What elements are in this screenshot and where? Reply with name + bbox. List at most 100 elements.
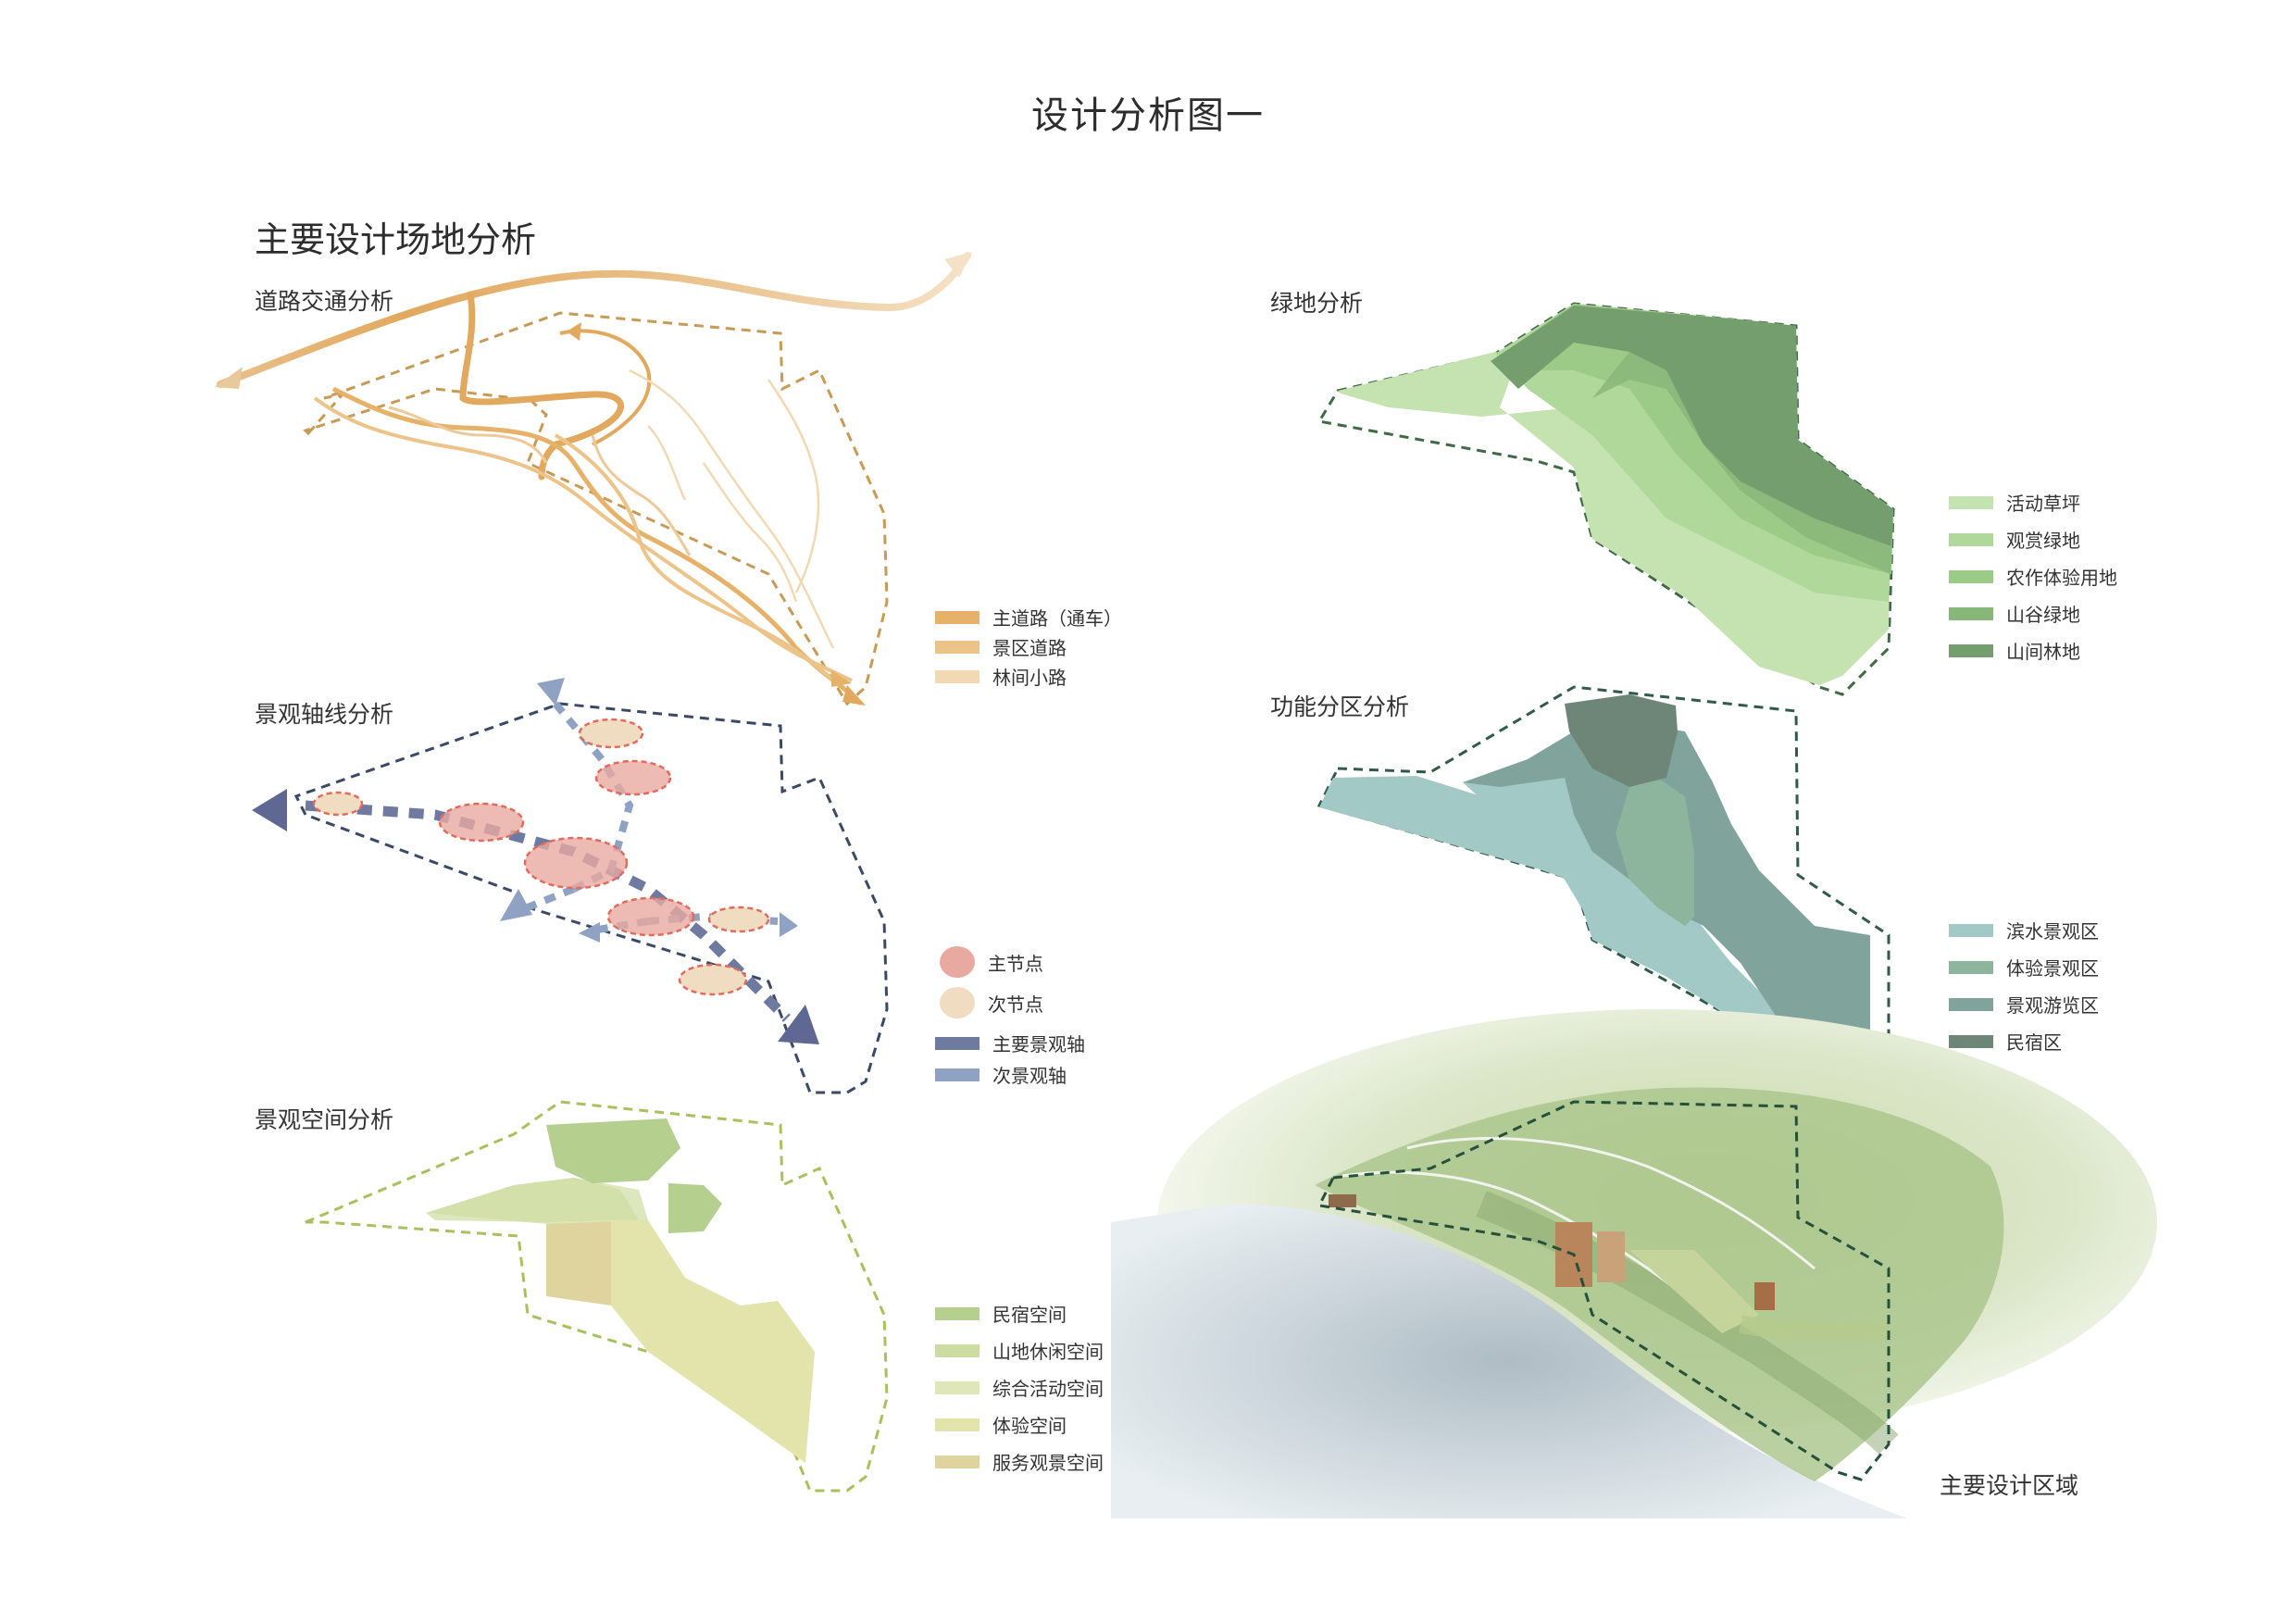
secondary-node — [707, 906, 770, 933]
legend-item: 林间小路 — [935, 663, 1067, 690]
legend-item: 综合活动空间 — [935, 1374, 1104, 1401]
aerial-design-boundary — [1316, 1100, 1890, 1481]
legend-item: 景区道路 — [935, 633, 1067, 660]
legend-swatch — [935, 1306, 980, 1320]
legend-item: 活动草坪 — [1949, 489, 2080, 516]
legend-swatch — [935, 1068, 980, 1081]
green-space-diagram — [1316, 302, 1895, 696]
legend-swatch — [935, 1455, 980, 1468]
secondary-axis-arrow-north — [537, 678, 565, 706]
main-axis-arrow-southeast — [778, 1005, 819, 1044]
legend-label: 景观游览区 — [2006, 994, 2099, 1017]
secondary-axis-arrow-west — [579, 922, 600, 943]
legend-label: 主节点 — [988, 952, 1043, 975]
legend-item: 滨水景观区 — [1949, 917, 2099, 943]
legend-label: 主要景观轴 — [992, 1033, 1085, 1056]
main-node — [606, 896, 695, 937]
legend-swatch — [935, 1380, 980, 1394]
legend-item: 体验景观区 — [1949, 954, 2099, 981]
section-title: 主要设计场地分析 — [255, 219, 537, 260]
service-view-space — [546, 1220, 611, 1305]
axis-panel-title: 景观轴线分析 — [255, 701, 394, 728]
mountain-leisure-space — [426, 1178, 648, 1222]
green-panel-title: 绿地分析 — [1270, 290, 1364, 317]
legend-swatch — [935, 610, 980, 624]
main-node — [438, 802, 525, 843]
landscape-axis-diagram — [252, 678, 889, 1094]
legend-swatch — [1949, 960, 1993, 974]
main-road-arrow-left — [215, 367, 243, 389]
legend-swatch — [1949, 643, 1993, 657]
legend-label: 山间林地 — [2006, 641, 2080, 663]
homestay-zone — [1565, 694, 1678, 787]
legend-label: 山地休闲空间 — [992, 1341, 1104, 1363]
legend-item: 主节点 — [940, 946, 1043, 978]
homestay-space — [546, 1118, 680, 1183]
road-network-diagram — [215, 252, 972, 706]
legend-swatch — [1949, 532, 1993, 546]
legend-label: 体验空间 — [992, 1415, 1067, 1437]
legend-label: 主道路（通车） — [992, 607, 1122, 630]
secondary-node — [312, 791, 364, 817]
legend-label: 次景观轴 — [992, 1065, 1067, 1087]
main-axis-arrow-west — [252, 789, 287, 831]
landscape-space-diagram — [305, 1100, 889, 1493]
aerial-caption: 主要设计区域 — [1940, 1472, 2079, 1499]
legend-label: 体验景观区 — [2006, 957, 2099, 980]
legend-label: 农作体验用地 — [2006, 567, 2117, 589]
legend-label: 综合活动空间 — [992, 1378, 1104, 1400]
legend-item: 山谷绿地 — [1949, 600, 2080, 627]
legend-item: 服务观景空间 — [935, 1448, 1104, 1475]
secondary-axis-arrow-southwest — [500, 889, 532, 921]
space-panel-title: 景观空间分析 — [255, 1106, 394, 1133]
legend-swatch — [1949, 997, 1993, 1011]
legend-item: 山地休闲空间 — [935, 1337, 1104, 1364]
secondary-node — [678, 963, 748, 996]
waterfront-zone — [1319, 776, 1861, 1080]
legend-item: 主要景观轴 — [935, 1030, 1085, 1056]
secondary-axis-arrow-east — [780, 912, 798, 937]
secondary-node — [578, 718, 644, 749]
legend-item: 民宿区 — [1949, 1028, 2062, 1055]
legend-swatch — [1949, 1034, 1993, 1048]
legend-item: 观赏绿地 — [1949, 526, 2080, 553]
main-node — [523, 836, 629, 890]
aerial-render — [1106, 1009, 2185, 1523]
legend-swatch — [935, 640, 980, 654]
experience-space — [611, 1220, 815, 1463]
legend-item: 山间林地 — [1949, 637, 2080, 664]
legend-swatch — [1949, 923, 1993, 937]
function-zone-diagram — [1316, 685, 1890, 1085]
axis-site-boundary — [293, 702, 889, 1094]
legend-item: 景观游览区 — [1949, 991, 2099, 1018]
legend-item: 民宿空间 — [935, 1300, 1067, 1327]
legend-item: 次景观轴 — [935, 1061, 1067, 1088]
legend-item: 次节点 — [940, 987, 1043, 1018]
legend-swatch — [1949, 495, 1993, 509]
activity-lawn — [1338, 352, 1890, 685]
homestay-space — [668, 1183, 722, 1233]
legend-swatch — [935, 1343, 980, 1357]
legend-item: 主道路（通车） — [935, 604, 1122, 631]
mountain-forest — [1491, 306, 1893, 546]
experience-zone — [1616, 778, 1694, 926]
main-road — [217, 252, 971, 388]
legend-item: 体验空间 — [935, 1411, 1067, 1438]
legend-swatch — [940, 987, 975, 1018]
legend-swatch — [935, 1036, 980, 1050]
main-road-arrow-right — [944, 252, 972, 278]
legend-label: 滨水景观区 — [2006, 920, 2099, 943]
function-panel-title: 功能分区分析 — [1270, 693, 1410, 720]
legend-label: 服务观景空间 — [992, 1452, 1104, 1474]
legend-label: 山谷绿地 — [2006, 604, 2080, 626]
space-site-boundary — [305, 1100, 889, 1493]
main-node — [594, 759, 672, 796]
legend-swatch — [1949, 606, 1993, 620]
legend-label: 林间小路 — [992, 667, 1067, 689]
legend-swatch — [935, 669, 980, 683]
legend-label: 次节点 — [988, 993, 1043, 1016]
legend-label: 景区道路 — [992, 637, 1067, 659]
legend-swatch — [940, 946, 975, 978]
legend-label: 民宿区 — [2006, 1031, 2062, 1054]
